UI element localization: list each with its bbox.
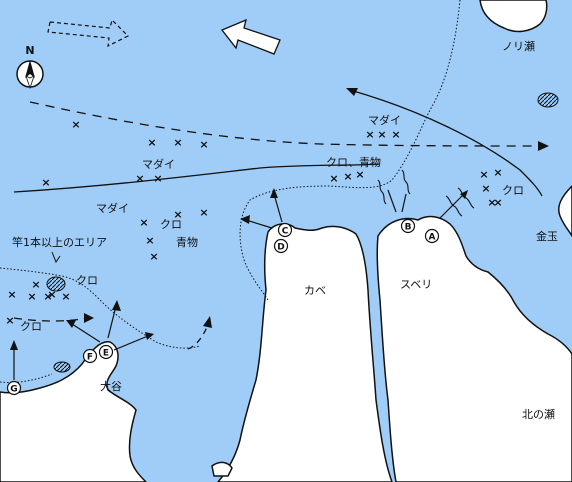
svg-text:D: D bbox=[277, 243, 284, 253]
map-labels: ノリ瀬 マダイ クロ、青物 クロ 金玉 マダイ マダイ クロ 青物 竿1本以上の… bbox=[12, 39, 558, 421]
fish-mark: × bbox=[173, 208, 182, 221]
fish-mark: × bbox=[41, 176, 50, 189]
compass-needle bbox=[25, 60, 35, 78]
headland-ootani bbox=[0, 341, 147, 482]
zone-note-pointer bbox=[51, 251, 61, 264]
svg-text:G: G bbox=[10, 385, 17, 395]
fish-mark: × bbox=[173, 136, 182, 149]
point-g[interactable]: G bbox=[6, 380, 22, 396]
reefs bbox=[46, 92, 559, 373]
fish-mark: × bbox=[493, 166, 502, 179]
fish-mark: × bbox=[377, 128, 386, 141]
islet-south bbox=[211, 461, 233, 477]
label-suberi: スベリ bbox=[400, 278, 432, 291]
fish-mark: × bbox=[61, 290, 70, 303]
land-east-edge bbox=[558, 185, 572, 237]
label-madai-nw: マダイ bbox=[142, 157, 175, 171]
label-ootani: 大谷 bbox=[100, 379, 122, 393]
fish-mark: × bbox=[479, 168, 488, 181]
svg-text:A: A bbox=[429, 233, 436, 243]
rock-nori-se bbox=[479, 0, 548, 33]
fish-mark: × bbox=[145, 234, 154, 247]
cast-arrows bbox=[13, 189, 465, 380]
fish-mark: × bbox=[31, 278, 40, 291]
fish-mark: × bbox=[199, 206, 208, 219]
label-kabe: カベ bbox=[304, 284, 326, 297]
svg-text:F: F bbox=[87, 353, 93, 363]
svg-text:B: B bbox=[405, 223, 412, 233]
fish-mark: × bbox=[71, 118, 80, 131]
fish-mark: × bbox=[481, 182, 490, 195]
fish-mark: × bbox=[147, 136, 156, 149]
label-kuro-w: クロ bbox=[160, 218, 182, 231]
svg-text:C: C bbox=[282, 227, 289, 237]
current-arrowheads bbox=[84, 88, 549, 328]
headland-suberi bbox=[376, 215, 572, 482]
label-kuro-sw2: クロ bbox=[20, 320, 42, 333]
label-aomono-w: 青物 bbox=[176, 235, 198, 249]
label-madai-ne: マダイ bbox=[368, 113, 401, 127]
fish-mark: × bbox=[139, 216, 148, 229]
headland-kabe bbox=[217, 223, 393, 482]
label-kindama: 金玉 bbox=[536, 229, 558, 243]
label-nori-se: ノリ瀬 bbox=[502, 39, 535, 53]
depth-contours bbox=[0, 0, 461, 383]
flow-arrow-east bbox=[47, 18, 130, 48]
fish-mark: × bbox=[5, 314, 14, 327]
point-f[interactable]: F bbox=[82, 348, 98, 364]
fish-mark: × bbox=[7, 288, 16, 301]
point-e[interactable]: E bbox=[98, 344, 114, 360]
compass-letter: N bbox=[25, 44, 34, 57]
fish-mark: × bbox=[343, 170, 352, 183]
reef-sw bbox=[53, 361, 71, 373]
point-d[interactable]: D bbox=[273, 238, 289, 254]
reef-ne bbox=[537, 92, 559, 108]
fish-mark: × bbox=[27, 290, 36, 303]
flow-arrows bbox=[47, 18, 281, 55]
fish-mark: × bbox=[391, 128, 400, 141]
fish-mark: × bbox=[355, 168, 364, 181]
label-kuro-aomono-ne: クロ、青物 bbox=[326, 155, 381, 169]
current-lines bbox=[13, 89, 543, 350]
fish-mark: × bbox=[153, 172, 162, 185]
point-a[interactable]: A bbox=[424, 228, 440, 244]
label-madai-w: マダイ bbox=[96, 201, 129, 215]
point-c[interactable]: C bbox=[277, 222, 293, 238]
fish-mark: × bbox=[47, 288, 56, 301]
wave-marks bbox=[377, 169, 475, 217]
compass: N bbox=[16, 44, 44, 90]
fish-mark: × bbox=[43, 290, 52, 303]
cast-arrowheads bbox=[10, 188, 468, 350]
point-b[interactable]: B bbox=[400, 218, 416, 234]
fish-marks: ×××××××××××××××××××××××××××××× bbox=[5, 118, 502, 327]
label-kuro-ne: クロ bbox=[502, 184, 524, 197]
fish-mark: × bbox=[329, 172, 338, 185]
label-zone-note: 竿1本以上のエリア bbox=[12, 235, 107, 249]
fish-mark: × bbox=[493, 196, 502, 209]
fish-mark: × bbox=[135, 172, 144, 185]
fishing-points: A B C D E F G bbox=[6, 218, 440, 396]
label-kuro-sw1: クロ bbox=[76, 274, 98, 287]
fish-mark: × bbox=[149, 250, 158, 263]
flow-arrow-west bbox=[220, 18, 281, 55]
reef-w bbox=[46, 276, 66, 292]
fish-mark: × bbox=[365, 128, 374, 141]
label-kita-no-se: 北の瀬 bbox=[522, 407, 555, 421]
svg-text:E: E bbox=[103, 349, 109, 359]
fish-mark: × bbox=[199, 138, 208, 151]
fish-mark: × bbox=[487, 196, 496, 209]
